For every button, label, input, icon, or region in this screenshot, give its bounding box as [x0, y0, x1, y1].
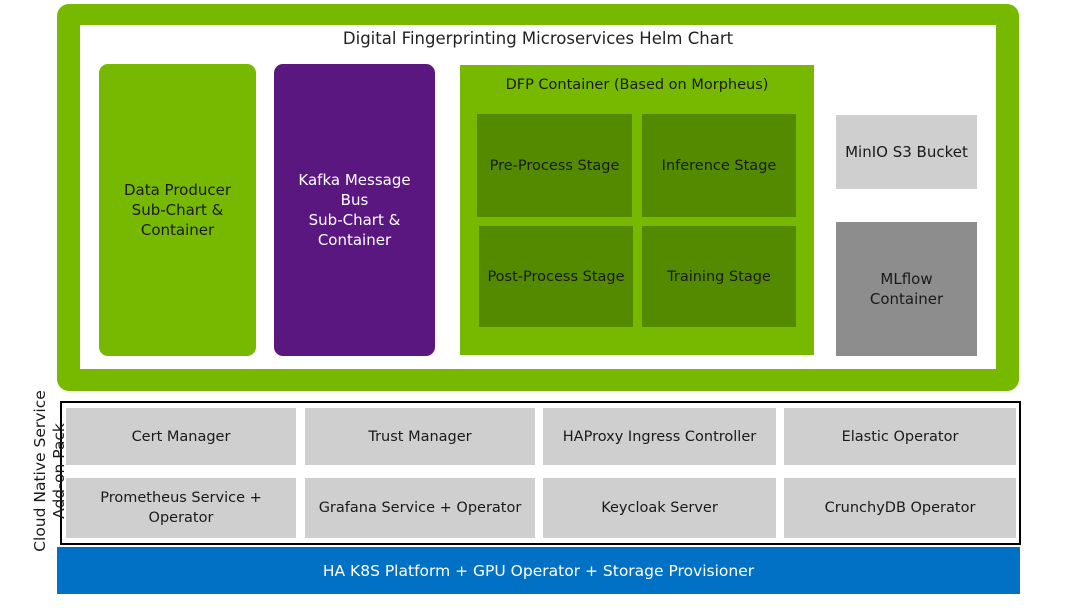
k8s-platform-bar: HA K8S Platform + GPU Operator + Storage… [57, 547, 1020, 594]
kafka-line-2: Bus [340, 191, 369, 209]
addon-label-line-1: Cloud Native Service [31, 390, 49, 552]
mlflow-line-1: MLflow [880, 270, 933, 288]
post-process-stage: Post-Process Stage [479, 226, 633, 327]
minio-s3-bucket: MinIO S3 Bucket [836, 115, 977, 189]
dfp-container-title: DFP Container (Based on Morpheus) [505, 77, 769, 93]
crunchydb-operator: CrunchyDB Operator [784, 478, 1016, 538]
prometheus-service-operator: Prometheus Service + Operator [66, 478, 296, 538]
training-stage: Training Stage [642, 226, 796, 327]
cert-manager: Cert Manager [66, 408, 296, 465]
mlflow-line-2: Container [869, 290, 944, 308]
data-producer-line-3: Container [140, 221, 215, 239]
grafana-service-operator: Grafana Service + Operator [305, 478, 535, 538]
mlflow-container-block: MLflow Container [836, 222, 977, 356]
data-producer-line-1: Data Producer [123, 181, 232, 199]
trust-manager: Trust Manager [305, 408, 535, 465]
kafka-line-1: Kafka Message [298, 171, 411, 189]
data-producer-line-2: Sub-Chart & [131, 201, 224, 219]
kafka-line-3: Sub-Chart & [308, 211, 401, 229]
keycloak-server: Keycloak Server [543, 478, 776, 538]
kafka-block: Kafka Message Bus Sub-Chart & Container [274, 64, 435, 356]
inference-stage: Inference Stage [642, 114, 796, 217]
kafka-line-4: Container [317, 231, 392, 249]
elastic-operator: Elastic Operator [784, 408, 1016, 465]
haproxy-ingress-controller: HAProxy Ingress Controller [543, 408, 776, 465]
helm-chart-title: Digital Fingerprinting Microservices Hel… [342, 28, 734, 48]
pre-process-stage: Pre-Process Stage [477, 114, 632, 217]
data-producer-block: Data Producer Sub-Chart & Container [99, 64, 256, 356]
